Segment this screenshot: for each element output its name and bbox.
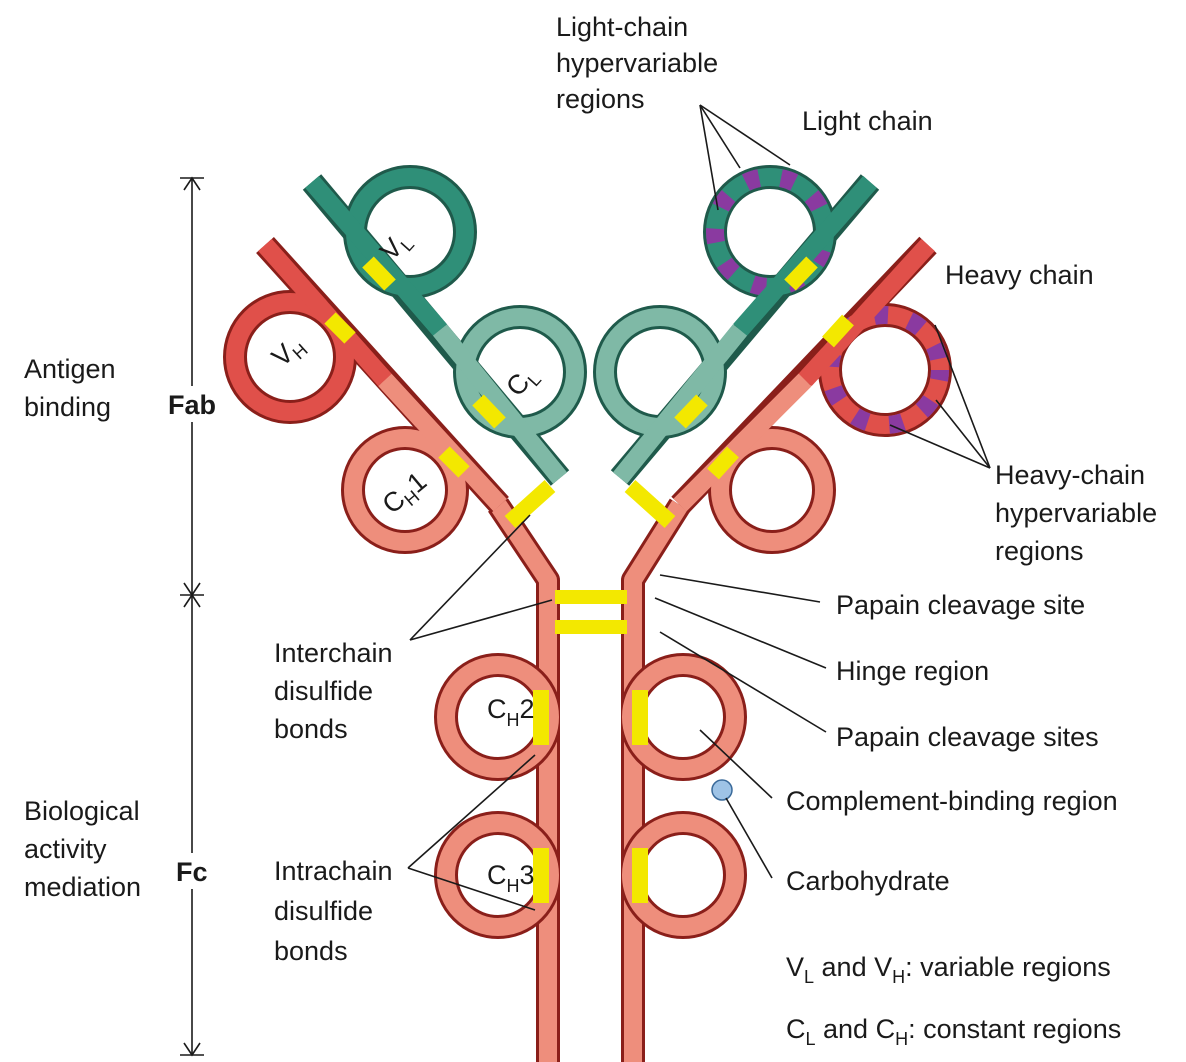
label-complement-binding: Complement-binding region <box>786 786 1118 816</box>
interchain-disulfide-bond-2 <box>555 620 627 634</box>
label-light-hypervariable-2: hypervariable <box>556 48 718 78</box>
label-ch1: CH1 <box>377 466 435 523</box>
label-ch3: CH3 <box>487 860 535 896</box>
label-antigen-1: Antigen <box>24 354 116 384</box>
label-heavy-hypervariable-3: regions <box>995 536 1084 566</box>
label-heavy-chain: Heavy chain <box>945 260 1094 290</box>
intrachain-disulfide-ch2-right <box>632 690 648 745</box>
label-interchain-3: bonds <box>274 714 348 744</box>
label-interchain-1: Interchain <box>274 638 393 668</box>
interchain-disulfide-left <box>510 486 550 522</box>
heavy-chain-stem-right-fill <box>633 505 680 1062</box>
heavy-chain-stem-left-fill <box>498 505 548 1062</box>
label-light-hypervariable-1: Light-chain <box>556 12 688 42</box>
interchain-disulfide-bond-1 <box>555 590 627 604</box>
label-vh: VH <box>266 329 312 375</box>
label-biological-2: activity <box>24 834 107 864</box>
label-light-hypervariable-3: regions <box>556 84 645 114</box>
region-bracket <box>166 178 220 1055</box>
label-carbohydrate: Carbohydrate <box>786 866 950 896</box>
fc-stem <box>446 505 735 1062</box>
intrachain-disulfide-ch3-left <box>533 848 549 903</box>
intrachain-disulfide-ch2-left <box>533 690 549 745</box>
label-heavy-hypervariable-1: Heavy-chain <box>995 460 1145 490</box>
label-fc: Fc <box>176 857 208 887</box>
interchain-disulfide-right <box>630 486 670 522</box>
label-papain-cleavage-site: Papain cleavage site <box>836 590 1085 620</box>
label-heavy-hypervariable-2: hypervariable <box>995 498 1157 528</box>
fab-arm-right <box>605 177 940 542</box>
label-antigen-2: binding <box>24 392 111 422</box>
label-intrachain-1: Intrachain <box>274 856 393 886</box>
label-biological-3: mediation <box>24 872 141 902</box>
label-interchain-2: disulfide <box>274 676 373 706</box>
label-hinge-region: Hinge region <box>836 656 989 686</box>
label-intrachain-2: disulfide <box>274 896 373 926</box>
label-fab: Fab <box>168 390 216 420</box>
label-light-chain: Light chain <box>802 106 933 136</box>
label-biological-1: Biological <box>24 796 140 826</box>
legend-constant-regions: CL and CH: constant regions <box>786 1014 1121 1049</box>
label-ch2: CH2 <box>487 694 535 730</box>
carbohydrate-dot <box>712 780 732 800</box>
legend-variable-regions: VL and VH: variable regions <box>786 952 1111 987</box>
label-intrachain-3: bonds <box>274 936 348 966</box>
intrachain-disulfide-ch3-right <box>632 848 648 903</box>
label-papain-cleavage-sites: Papain cleavage sites <box>836 722 1099 752</box>
